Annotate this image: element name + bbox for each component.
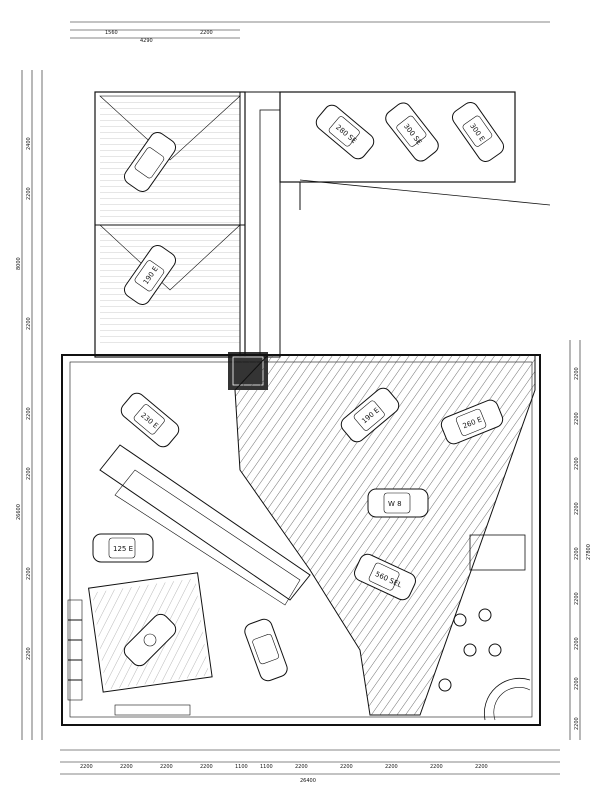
convertible-car bbox=[123, 613, 177, 667]
dim-left-2: 2200 bbox=[26, 317, 32, 330]
car-label-car-left-2: 125 E bbox=[113, 545, 133, 553]
dim-right-2: 2200 bbox=[574, 457, 580, 470]
dim-bottom-1: 2200 bbox=[120, 764, 133, 770]
dim-right-1: 2200 bbox=[574, 412, 580, 425]
car-car-left-2: 125 E bbox=[92, 533, 154, 563]
dim-bottom-8: 2200 bbox=[385, 764, 398, 770]
cafe-seating bbox=[438, 534, 531, 721]
dim-bottom-3: 2200 bbox=[200, 764, 213, 770]
dim-left-row: 2400 2200 2200 2200 2200 2200 2200 8000 … bbox=[16, 137, 32, 660]
hatched-display-area bbox=[234, 354, 536, 716]
car-car-center-4: 560 SEL bbox=[354, 553, 416, 601]
car-car-left-1: 230 E bbox=[120, 392, 180, 448]
dim-bottom-0: 2200 bbox=[80, 764, 93, 770]
dim-left-1: 2200 bbox=[26, 187, 32, 200]
car-sedan-top-2: 300 SE bbox=[385, 102, 439, 162]
dim-bottom-4: 1100 bbox=[235, 764, 248, 770]
car-car-bottom bbox=[244, 618, 288, 682]
dim-right-0: 2200 bbox=[574, 367, 580, 380]
dim-left-overall-upper: 8000 bbox=[16, 257, 22, 270]
dim-right-5: 2200 bbox=[574, 592, 580, 605]
car-car-center-2: 260 E bbox=[440, 399, 504, 445]
upper-building bbox=[94, 91, 551, 358]
car-car-center-3: W 8 bbox=[367, 488, 429, 518]
dim-bottom-2: 2200 bbox=[160, 764, 173, 770]
dim-bottom-5: 1100 bbox=[260, 764, 273, 770]
dim-right-3: 2200 bbox=[574, 502, 580, 515]
car-sedan-top-1: 280 SE bbox=[315, 104, 375, 160]
dim-bottom-overall: 26400 bbox=[300, 778, 316, 784]
dim-bottom-10: 2200 bbox=[475, 764, 488, 770]
car-car-center-1: 190 E bbox=[340, 387, 400, 443]
dim-bottom-6: 2200 bbox=[295, 764, 308, 770]
dim-left-overall-lower: 26600 bbox=[16, 504, 22, 520]
car-label-car-center-3: W 8 bbox=[388, 500, 402, 508]
dim-right-7: 2200 bbox=[574, 677, 580, 690]
dim-bottom-row: 2200 2200 2200 2200 1100 1100 2200 2200 … bbox=[80, 764, 488, 784]
car-ramp-car-1 bbox=[123, 132, 177, 192]
dimension-lines bbox=[21, 21, 581, 775]
dim-bottom-9: 2200 bbox=[430, 764, 443, 770]
dim-left-3: 2200 bbox=[26, 407, 32, 420]
dim-right-6: 2200 bbox=[574, 637, 580, 650]
dim-top-a: 4290 bbox=[140, 38, 153, 44]
dim-left-0: 2400 bbox=[26, 137, 32, 150]
car-ramp-car-2: 190 E bbox=[123, 245, 177, 305]
dim-left-5: 2200 bbox=[26, 567, 32, 580]
dim-right-8: 2200 bbox=[574, 717, 580, 730]
left-wall-fixtures bbox=[67, 599, 191, 716]
car-sedan-top-3: 300 E bbox=[451, 102, 505, 162]
dim-left-4: 2200 bbox=[26, 467, 32, 480]
dim-right-row: 2200 2200 2200 2200 2200 2200 2200 2200 … bbox=[574, 367, 592, 730]
dim-top-b: 1560 bbox=[105, 30, 118, 36]
dim-right-4: 2200 bbox=[574, 547, 580, 560]
dim-left-6: 2200 bbox=[26, 647, 32, 660]
dim-right-overall: 27800 bbox=[586, 544, 592, 560]
dim-top-c: 2200 bbox=[200, 30, 213, 36]
dim-bottom-7: 2200 bbox=[340, 764, 353, 770]
